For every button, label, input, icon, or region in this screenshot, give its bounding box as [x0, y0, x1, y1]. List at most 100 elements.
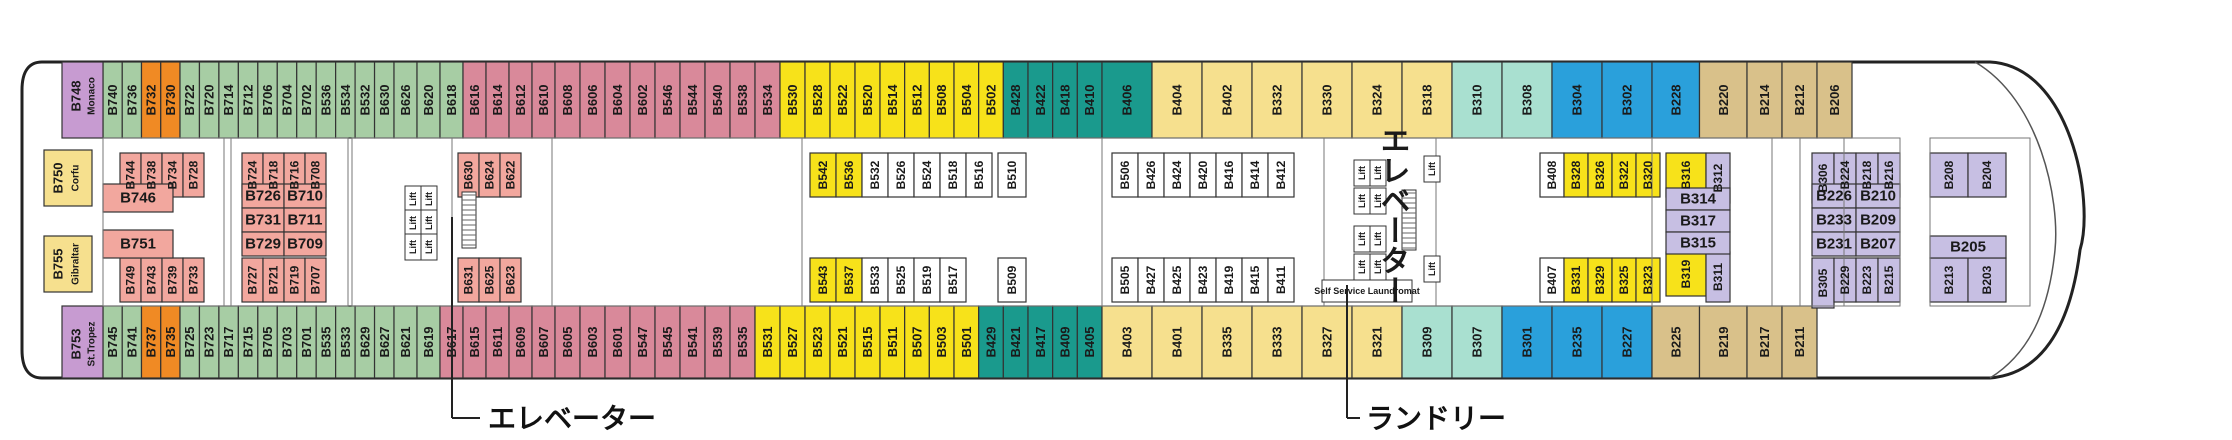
cabin-b331[interactable]: [1563, 257, 1589, 303]
cabin-b412[interactable]: [1267, 152, 1295, 198]
cabin-b533[interactable]: [861, 257, 889, 303]
cabin-b301[interactable]: [1501, 305, 1553, 379]
cabin-b755[interactable]: [43, 235, 93, 293]
cabin-b525[interactable]: [887, 257, 915, 303]
cabin-b707[interactable]: [304, 257, 327, 303]
cabin-b203[interactable]: [1967, 257, 2007, 303]
cabin-b204[interactable]: [1967, 152, 2007, 198]
cabin-b335[interactable]: [1201, 305, 1253, 379]
cabin-b502[interactable]: [978, 61, 1004, 139]
cabin-b225[interactable]: [1651, 305, 1701, 379]
cabin-b709[interactable]: [283, 231, 327, 257]
cabin-b547[interactable]: [629, 305, 656, 379]
cabin-b505[interactable]: [1111, 257, 1139, 303]
cabin-b733[interactable]: [182, 257, 205, 303]
cabin-b729[interactable]: [241, 231, 285, 257]
cabin-b540[interactable]: [704, 61, 731, 139]
cabin-b323[interactable]: [1635, 257, 1661, 303]
cabin-b545[interactable]: [654, 305, 681, 379]
cabin-b518[interactable]: [939, 152, 967, 198]
cabin-b427[interactable]: [1137, 257, 1165, 303]
cabin-b415[interactable]: [1241, 257, 1269, 303]
cabin-b606[interactable]: [579, 61, 606, 139]
cabin-b302[interactable]: [1601, 61, 1653, 139]
cabin-b211[interactable]: [1781, 305, 1818, 379]
cabin-b311[interactable]: [1705, 251, 1731, 303]
cabin-b748[interactable]: [61, 61, 104, 139]
cabin-b535[interactable]: [729, 305, 756, 379]
cabin-b728[interactable]: [182, 152, 205, 198]
cabin-b516[interactable]: [965, 152, 993, 198]
cabin-b608[interactable]: [554, 61, 581, 139]
cabin-b420[interactable]: [1189, 152, 1217, 198]
cabin-b522[interactable]: [829, 61, 856, 139]
cabin-b329[interactable]: [1587, 257, 1613, 303]
cabin-b622[interactable]: [499, 152, 522, 198]
cabin-label-b527: B527: [785, 326, 800, 357]
cabin-b422[interactable]: [1027, 61, 1054, 139]
cabin-b521[interactable]: [829, 305, 856, 379]
cabin-b537[interactable]: [835, 257, 863, 303]
cabin-b750[interactable]: [43, 149, 93, 207]
cabin-b508[interactable]: [928, 61, 955, 139]
cabin-b543[interactable]: [809, 257, 837, 303]
cabin-b411[interactable]: [1267, 257, 1295, 303]
cabin-b746[interactable]: [102, 183, 174, 213]
cabin-b226[interactable]: [1811, 183, 1857, 209]
cabin-b425[interactable]: [1163, 257, 1191, 303]
cabin-b601[interactable]: [604, 305, 631, 379]
cabin-label-b332: B332: [1270, 84, 1285, 115]
cabin-b322[interactable]: [1611, 152, 1637, 198]
fixtures: [102, 137, 2031, 307]
cabin-b710[interactable]: [283, 183, 327, 209]
cabin-b212[interactable]: [1781, 61, 1818, 139]
cabin-b328[interactable]: [1563, 152, 1589, 198]
cabin-b304[interactable]: [1551, 61, 1603, 139]
cabin-b319[interactable]: [1665, 251, 1707, 297]
cabin-b414[interactable]: [1241, 152, 1269, 198]
cabin-b416[interactable]: [1215, 152, 1243, 198]
cabin-b519[interactable]: [913, 257, 941, 303]
cabin-b523[interactable]: [804, 305, 831, 379]
cabin-b408[interactable]: [1539, 152, 1565, 198]
cabin-label-b510: B510: [1005, 160, 1019, 189]
cabin-b401[interactable]: [1151, 305, 1203, 379]
cabin-b308[interactable]: [1501, 61, 1553, 139]
cabin-b207[interactable]: [1855, 231, 1901, 257]
corridor-block: [1929, 137, 2031, 307]
cabin-b503[interactable]: [928, 305, 955, 379]
cabin-b542[interactable]: [809, 152, 837, 198]
cabin-b419[interactable]: [1215, 257, 1243, 303]
cabin-b424[interactable]: [1163, 152, 1191, 198]
cabin-b320[interactable]: [1635, 152, 1661, 198]
cabin-b428[interactable]: [1002, 61, 1029, 139]
cabin-label-b401: B401: [1170, 326, 1185, 357]
cabin-b235[interactable]: [1551, 305, 1603, 379]
cabin-b604[interactable]: [604, 61, 631, 139]
cabin-b511[interactable]: [879, 305, 906, 379]
cabin-b423[interactable]: [1189, 257, 1217, 303]
cabin-b726[interactable]: [241, 183, 285, 209]
cabin-b231[interactable]: [1811, 231, 1857, 257]
cabin-b214[interactable]: [1746, 61, 1783, 139]
cabin-b426[interactable]: [1137, 152, 1165, 198]
cabin-b528[interactable]: [804, 61, 831, 139]
cabin-b326[interactable]: [1587, 152, 1613, 198]
cabin-b623[interactable]: [499, 257, 522, 303]
cabin-b532[interactable]: [861, 152, 889, 198]
cabin-b307[interactable]: [1451, 305, 1503, 379]
cabin-b208[interactable]: [1929, 152, 1969, 198]
cabin-b517[interactable]: [939, 257, 967, 303]
cabin-b711[interactable]: [283, 207, 327, 233]
cabin-b321[interactable]: [1351, 305, 1403, 379]
cabin-label-b213: B213: [1942, 265, 1956, 294]
cabin-b410[interactable]: [1076, 61, 1103, 139]
cabin-b753[interactable]: [61, 305, 104, 379]
cabin-b509[interactable]: [997, 257, 1027, 303]
cabin-b538[interactable]: [729, 61, 756, 139]
cabin-b417[interactable]: [1027, 305, 1054, 379]
cabin-b510[interactable]: [997, 152, 1027, 198]
cabin-b507[interactable]: [904, 305, 930, 379]
cabin-b602[interactable]: [629, 61, 656, 139]
cabin-b315[interactable]: [1665, 231, 1731, 255]
